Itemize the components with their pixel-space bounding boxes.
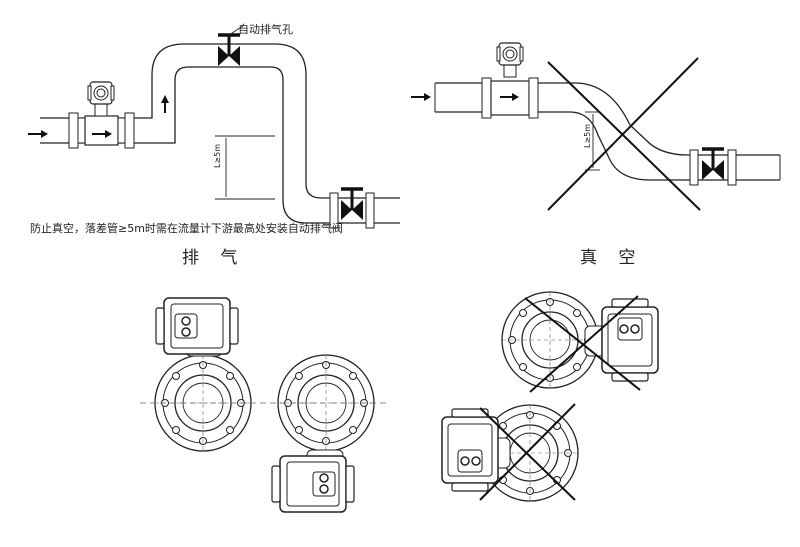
installation-note: 防止真空，落差管≥5m时需在流量计下游最高处安装自动排气阀 bbox=[30, 222, 343, 235]
converter-housing-icon bbox=[155, 297, 239, 355]
converter-housing-icon bbox=[601, 298, 659, 382]
caption-air-release: 排 气 bbox=[182, 248, 246, 268]
scene-air-release bbox=[28, 25, 400, 229]
auto-vent-valve-icon bbox=[216, 33, 242, 68]
scene-wrong-orientation bbox=[441, 291, 659, 502]
cross-mark bbox=[547, 61, 701, 211]
downstream-valve-icon-2 bbox=[700, 147, 726, 182]
flowmeter-transmitter-icon-2 bbox=[496, 42, 524, 78]
length-label-right: L≥5m bbox=[583, 123, 592, 148]
auto-vent-label: 自动排气孔 bbox=[238, 23, 293, 36]
scene-correct-orientation bbox=[140, 297, 390, 513]
pipe-s-bend bbox=[40, 43, 400, 199]
length-label-left: L≥5m bbox=[213, 143, 222, 168]
downstream-valve-icon bbox=[339, 187, 365, 222]
flowmeter-transmitter-icon bbox=[87, 81, 115, 117]
converter-housing-icon bbox=[271, 455, 355, 513]
scene-vacuum bbox=[411, 42, 781, 211]
converter-housing-icon bbox=[441, 408, 499, 492]
caption-vacuum: 真 空 bbox=[580, 248, 644, 268]
